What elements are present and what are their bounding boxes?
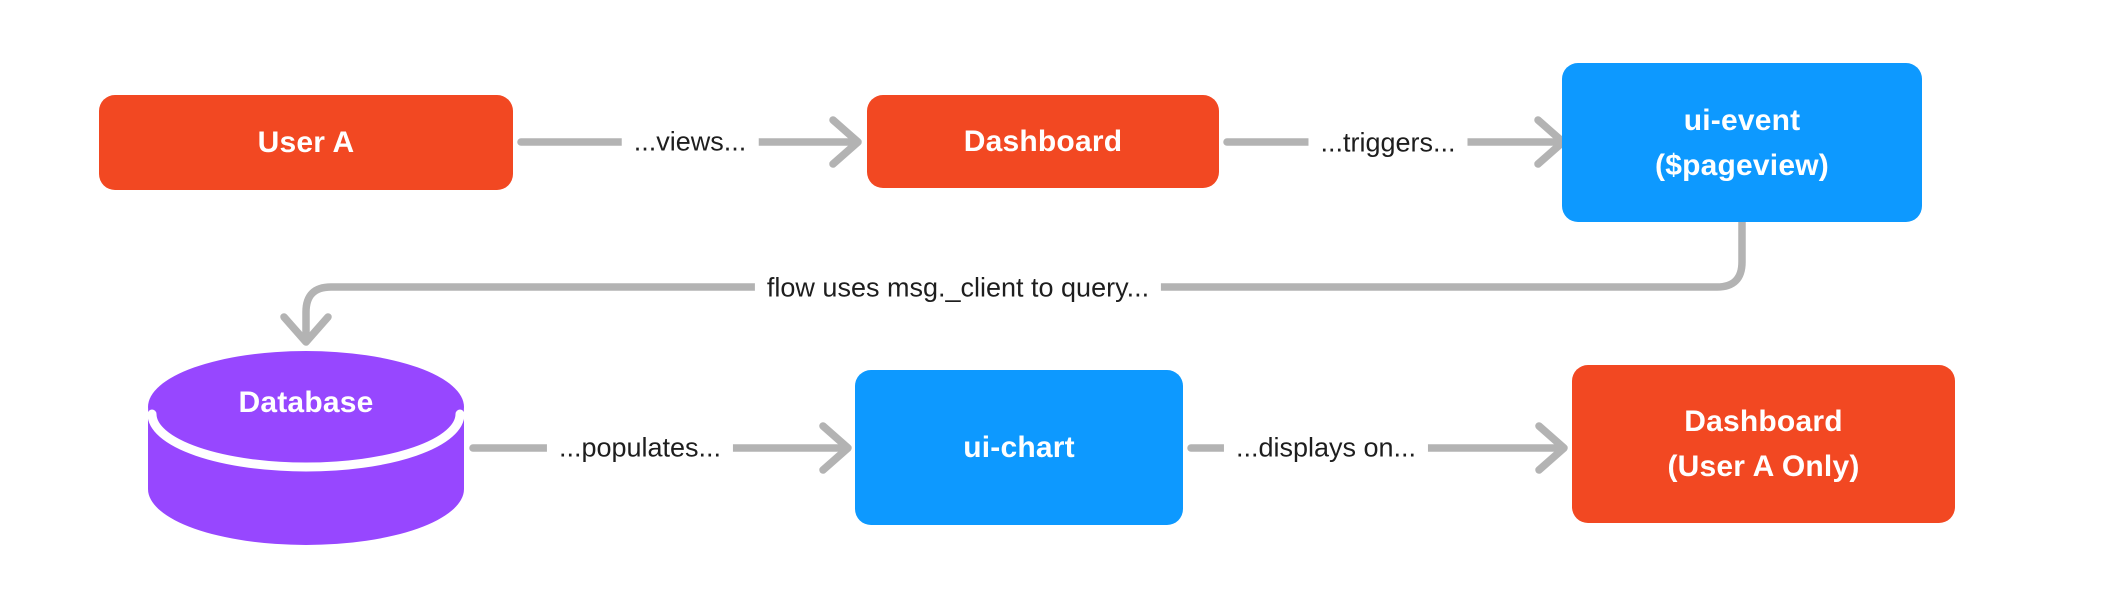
node-dashboard-label: Dashboard xyxy=(963,125,1123,158)
edge-label-displays-on: ...displays on... xyxy=(1223,430,1429,466)
node-user-a-label: User A xyxy=(257,126,355,159)
node-user-a: User A xyxy=(99,95,513,190)
node-ui-event: ui-event ($pageview) xyxy=(1562,63,1922,222)
arrowhead-right-icon xyxy=(829,116,862,168)
edge-label-populates: ...populates... xyxy=(546,430,734,466)
edge-label-query: flow uses msg._client to query... xyxy=(754,270,1162,306)
node-ui-chart-label: ui-chart xyxy=(963,431,1075,464)
arrowhead-right-icon xyxy=(819,422,852,474)
node-dashboard-user-a-only: Dashboard (User A Only) xyxy=(1572,365,1955,523)
arrowhead-right-icon xyxy=(1535,422,1568,474)
database-cylinder-icon xyxy=(147,351,465,545)
node-dashboard-user-a-only-label: Dashboard (User A Only) xyxy=(1667,405,1860,483)
edge-label-views: ...views... xyxy=(621,124,759,160)
node-dashboard: Dashboard xyxy=(867,95,1219,188)
node-database-label: Database xyxy=(238,386,374,419)
node-ui-event-label: ui-event ($pageview) xyxy=(1655,103,1829,182)
node-ui-chart: ui-chart xyxy=(855,370,1183,525)
edge-label-triggers: ...triggers... xyxy=(1308,125,1468,161)
arrowhead-down-icon xyxy=(280,313,332,346)
